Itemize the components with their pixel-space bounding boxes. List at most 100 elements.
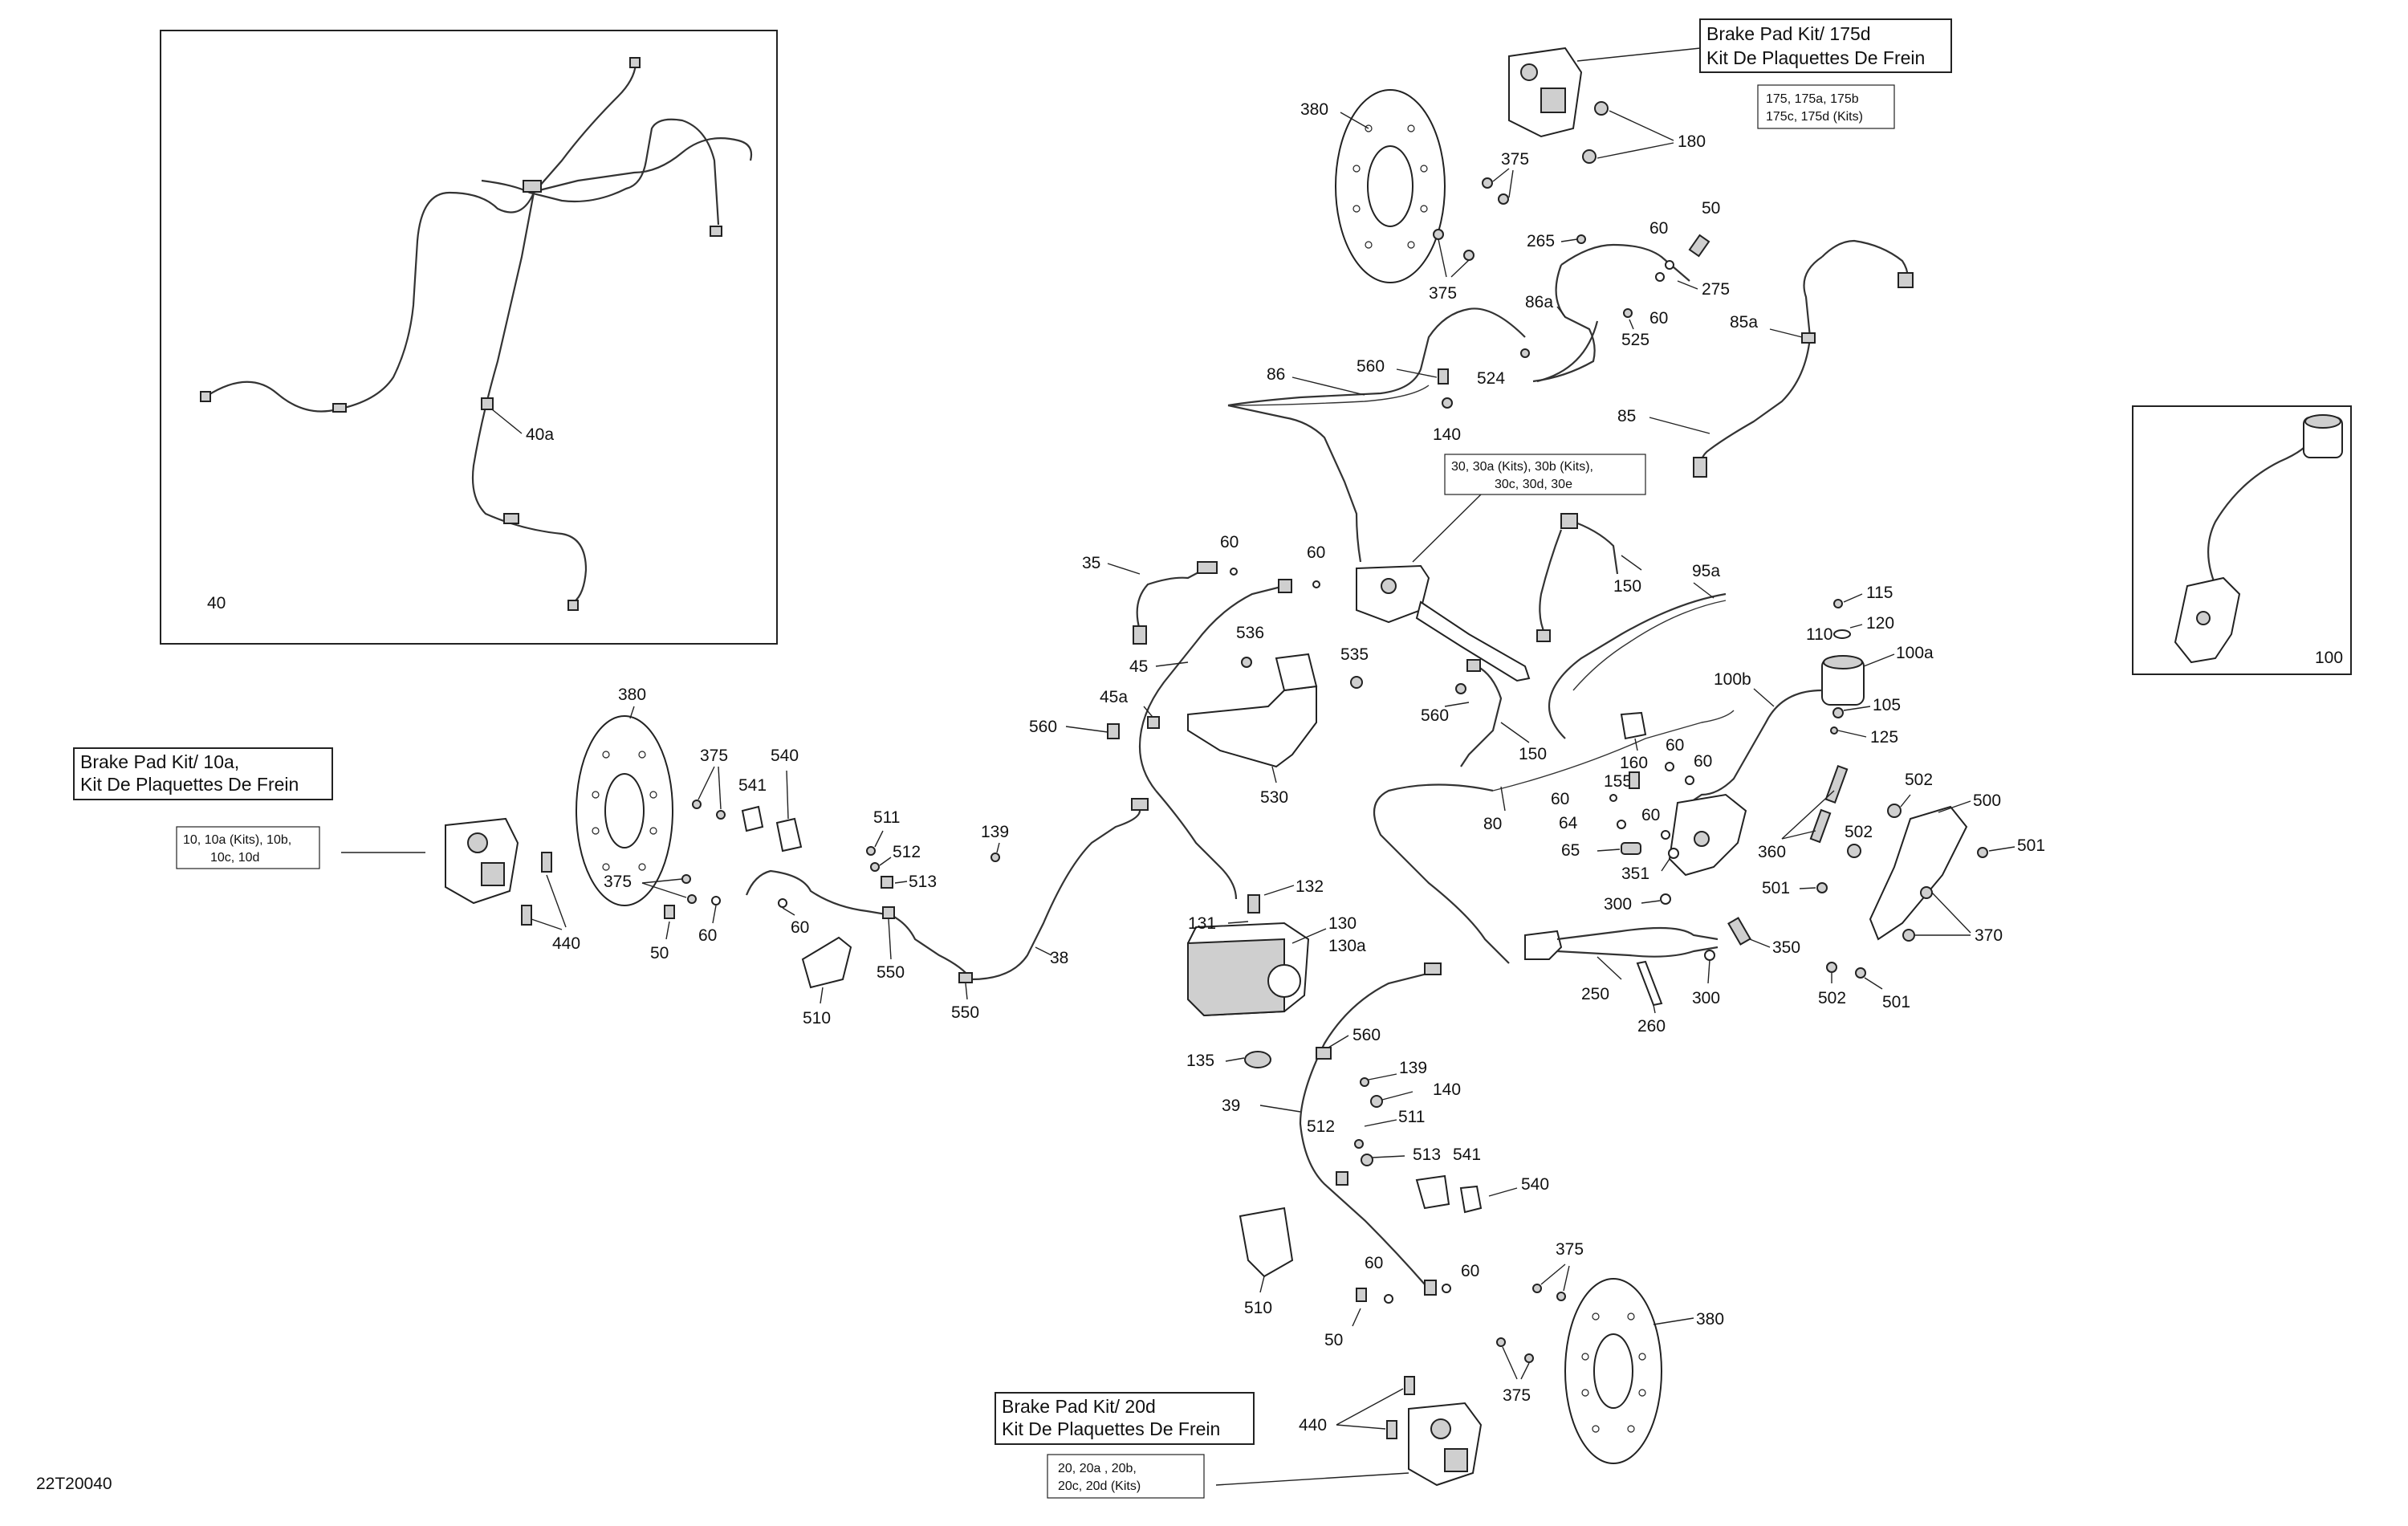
washer-60-r-d [1661,830,1670,840]
callout-536: 536 [1236,624,1264,642]
bolt-440-r-a [1404,1376,1415,1395]
wire-150-connector [1560,513,1578,529]
callout-300-b: 300 [1692,989,1720,1007]
callout-440-r: 440 [1299,1416,1327,1434]
callout-40a: 40a [526,425,554,444]
leader-560-c2 [1444,702,1470,707]
leader-375-fl-b [718,766,722,810]
callout-85a: 85a [1730,313,1758,332]
kit-r-ref1: 20, 20a , 20b, [1058,1462,1137,1475]
brake-lever [1415,600,1531,682]
inset-end-fitting-2 [200,391,211,402]
callout-139-fl: 139 [981,823,1009,841]
callout-60-fl-b: 60 [791,918,809,937]
bolt-360-a [1824,764,1849,804]
clamp-105 [1832,707,1844,718]
wire-150-end [1536,629,1551,642]
kit-fr-ref1: 175, 175a, 175b [1766,92,1859,106]
inset-end-fitting-3 [710,226,722,237]
kit-r-line1: Brake Pad Kit/ 20d [1002,1396,1156,1417]
leader-260 [1653,1004,1656,1014]
leader-360-b [1781,830,1816,840]
inset-frame-left [160,30,778,645]
leader-375-r-c [1502,1346,1518,1380]
callout-350: 350 [1772,938,1800,957]
screw-501-a [1977,847,1988,858]
leader-440-fl-b [531,918,563,930]
callout-60-r-a: 60 [1666,736,1684,755]
leader-85 [1649,417,1710,434]
bolt-180-a [1594,101,1609,116]
callout-80: 80 [1483,815,1502,833]
leader-65 [1597,848,1621,852]
callout-132: 132 [1296,877,1324,896]
disc-holes-fr [1352,124,1428,249]
fitting-45 [1278,579,1292,593]
inset-end-fitting-1 [629,57,641,68]
hose-86a-lower [1532,264,1596,383]
fitting-85a-a [1898,272,1914,288]
callout-360: 360 [1758,843,1786,861]
leader-380-fl [629,706,635,719]
hose-100b [1689,689,1823,804]
part-524 [1520,348,1530,358]
callout-86a: 86a [1525,293,1553,311]
inset-hose-c [471,192,588,603]
callout-560-center: 560 [1029,718,1057,736]
leader-120 [1849,624,1863,629]
leader-130 [1291,928,1327,944]
callout-501-c: 501 [1882,993,1910,1011]
callout-530: 530 [1260,788,1288,807]
callout-60-c-b: 60 [1307,543,1325,562]
leader-510-fl [820,987,824,1004]
callout-511-rear: 511 [1398,1108,1425,1126]
nut-502-a [1887,804,1902,818]
pin-350 [1727,917,1751,946]
callout-535: 535 [1340,645,1369,664]
clip-540-fl [775,817,803,853]
kit-box-front-left [73,747,333,800]
leader-560-rear [1328,1035,1349,1048]
fitting-39 [1424,962,1442,975]
caliper-bracket-fl [481,862,505,886]
leader-139-rear [1368,1073,1397,1080]
nut-513-rear [1361,1154,1373,1166]
leader-300-b [1707,959,1710,984]
callout-541-rear: 541 [1453,1146,1481,1164]
pedal-bracket-500 [1869,805,1968,941]
hose-80 [1373,783,1510,964]
clip-45a [1147,716,1160,729]
leader-38 [1035,946,1052,956]
leader-511-fl [874,830,884,848]
nut-502-c [1826,962,1837,973]
leader-380-fr [1340,112,1369,129]
washer-60-r-c [1609,794,1617,802]
leader-140-rear [1381,1091,1413,1101]
callout-375-fr-b: 375 [1429,284,1457,303]
callout-380-r: 380 [1696,1310,1724,1329]
callout-38: 38 [1050,949,1068,967]
clip-85a [1801,332,1816,344]
callout-60-c-a: 60 [1220,533,1239,551]
front-right-brake-group: 380 180 Brake Pad Kit/ 175d Kit De Plaqu… [1227,18,1952,682]
leader-560-fr [1396,368,1438,378]
leader-530 [1271,766,1277,783]
disc-holes-fl [592,751,657,871]
leader-560-c [1065,726,1108,733]
leader-350 [1749,938,1771,948]
callout-502-mid: 502 [1845,823,1873,841]
bleeder-50 [1688,234,1710,258]
kit-fl-ref2: 10c, 10d [210,851,259,865]
fitting-85a-b [1693,457,1707,478]
bolt-440-r-b [1386,1420,1397,1439]
leader-180-a [1609,110,1674,141]
screw-535 [1350,676,1363,689]
callout-560-fr: 560 [1357,357,1385,376]
screw-375-fl-d [687,894,697,904]
leader-300-a [1641,900,1661,904]
callout-375-fl-a: 375 [700,747,728,765]
washer-60-r-b [1685,775,1694,785]
callout-510-rear: 510 [1244,1299,1272,1317]
callout-250: 250 [1581,985,1609,1003]
leader-375-fl-d [641,882,687,898]
